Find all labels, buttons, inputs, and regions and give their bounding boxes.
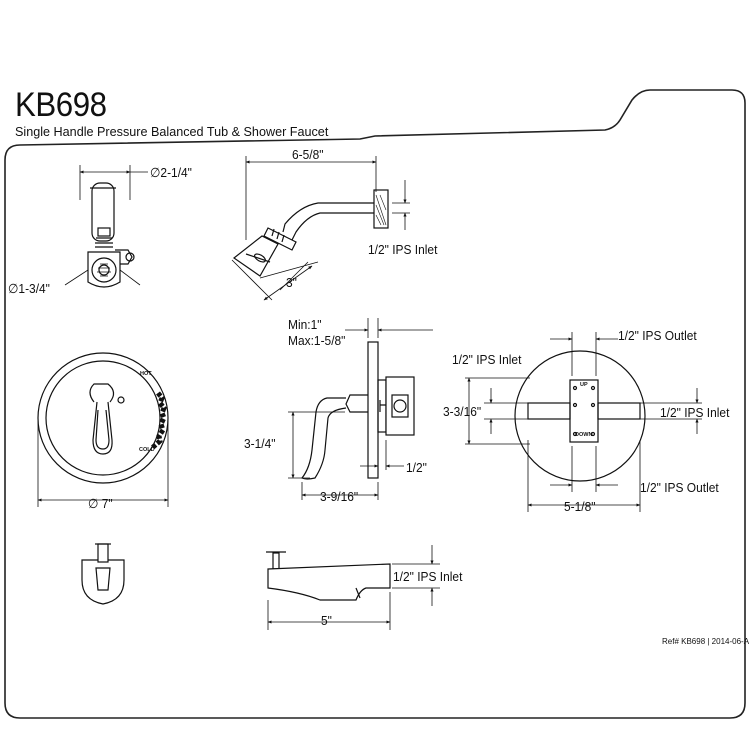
shower-arm-side (232, 189, 389, 277)
stem-offset-label: 1/2" (406, 460, 427, 475)
down-label: DOWN (575, 432, 593, 438)
sheet-outline (4, 89, 746, 719)
tub-spout-front (81, 543, 125, 605)
shower-inlet-label: 1/2" IPS Inlet (368, 242, 438, 257)
model-number: KB698 (15, 86, 107, 124)
valve-body-height-label: 3-3/16" (443, 404, 482, 419)
trim-diameter-label: ∅ 7" (88, 496, 113, 511)
valve-outlet-bottom-label: 1/2" IPS Outlet (640, 480, 719, 495)
depth-max-label: Max:1-5/8" (288, 333, 346, 348)
product-subtitle: Single Handle Pressure Balanced Tub & Sh… (15, 124, 329, 139)
valve-body-width-label: 5-1/8" (564, 499, 596, 514)
valve-body-rear (514, 350, 646, 482)
reference-number: Ref# KB698 | 2014-06-A (662, 637, 750, 646)
handle-projection-label: 3-9/16" (320, 489, 359, 504)
up-label: UP (580, 382, 588, 388)
shower-head-front (87, 182, 135, 288)
shower-head-diameter-label: ∅2-1/4" (150, 165, 192, 180)
shower-arm-drop-label: 3" (286, 275, 297, 290)
valve-side (301, 341, 415, 480)
tub-spout-side (266, 551, 391, 601)
valve-inlet-right-label: 1/2" IPS Inlet (660, 405, 730, 420)
depth-min-label: Min:1" (288, 317, 322, 332)
handle-height-label: 3-1/4" (244, 436, 276, 451)
shower-face-diameter-label: ∅1-3/4" (8, 281, 50, 296)
spout-length-label: 5" (321, 613, 332, 628)
spout-inlet-label: 1/2" IPS Inlet (393, 569, 463, 584)
shower-arm-length-label: 6-5/8" (292, 147, 324, 162)
cold-label: COLD (139, 447, 155, 453)
valve-inlet-left-label: 1/2" IPS Inlet (452, 352, 522, 367)
hot-label: HOT (140, 371, 152, 377)
valve-outlet-top-label: 1/2" IPS Outlet (618, 328, 697, 343)
